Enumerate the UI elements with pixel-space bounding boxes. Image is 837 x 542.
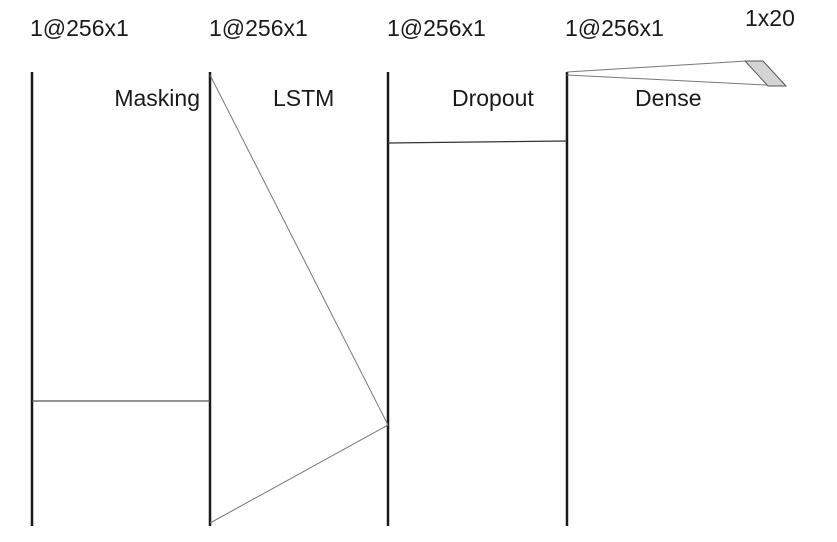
connector-dropout (387, 140, 568, 144)
connector-lstm-lower (209, 424, 389, 524)
layer-label-lstm: LSTM (273, 85, 334, 111)
connector-dense-lower (566, 74, 787, 87)
dimension-label-3: 1@256x1 (387, 15, 486, 41)
layer-label-dropout: Dropout (452, 85, 534, 111)
connector-lstm-upper (209, 74, 389, 426)
output-parallelogram (743, 60, 788, 87)
connector-dense-upper (566, 60, 748, 73)
output-dimension-label: 1x20 (745, 5, 795, 31)
dimension-label-1: 1@256x1 (30, 15, 129, 41)
layer-label-masking: Masking (114, 85, 200, 111)
dimension-label-2: 1@256x1 (209, 15, 308, 41)
layer-label-dense: Dense (635, 85, 701, 111)
dimension-label-4: 1@256x1 (565, 15, 664, 41)
